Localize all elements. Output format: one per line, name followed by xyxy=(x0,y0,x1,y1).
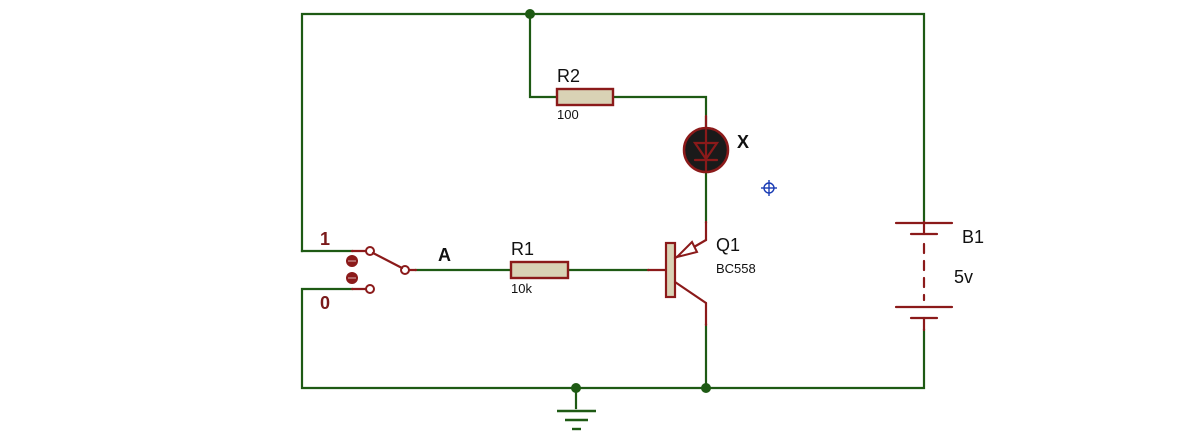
r2-ref-label: R2 xyxy=(557,66,580,86)
q1-base-bar xyxy=(664,241,677,299)
resistor-r2-body xyxy=(555,87,615,107)
battery-icon xyxy=(894,220,954,332)
pnp-transistor-icon xyxy=(646,220,708,327)
switch-pos1-label: 1 xyxy=(320,229,330,249)
switch-pos0-label: 0 xyxy=(320,293,330,313)
r1-value-label: 10k xyxy=(511,281,532,296)
ground-icon xyxy=(557,409,596,431)
node-a-label: A xyxy=(438,245,451,265)
resistor-r1-body xyxy=(509,260,570,280)
switch-blade xyxy=(371,251,404,270)
resistor-r2[interactable]: R2 100 xyxy=(555,66,615,122)
resistor-r1[interactable]: R1 10k xyxy=(509,239,570,296)
r2-value-label: 100 xyxy=(557,107,579,122)
junction-collector xyxy=(701,383,711,393)
wires xyxy=(300,12,926,410)
junction-top xyxy=(525,9,535,19)
r1-ref-label: R1 xyxy=(511,239,534,259)
b1-value-label: 5v xyxy=(954,267,973,287)
spdt-switch-icon xyxy=(346,246,418,294)
switch-spdt[interactable]: 1 0 A xyxy=(320,229,451,313)
transistor-q1[interactable]: Q1 BC558 xyxy=(646,220,756,327)
junction-ground xyxy=(571,383,581,393)
wire-r2-to-led xyxy=(612,95,708,130)
b1-ref-label: B1 xyxy=(962,227,984,247)
wire-top-rail xyxy=(300,12,926,253)
q1-emitter-arrow xyxy=(673,240,699,259)
led-x[interactable]: X xyxy=(682,114,749,174)
battery-b1[interactable]: B1 5v xyxy=(894,220,984,332)
switch-contact-0 xyxy=(365,284,375,294)
q1-collector-diag xyxy=(673,280,708,305)
crosshair-marker-icon xyxy=(761,180,777,196)
wire-bottom-rail xyxy=(300,287,926,390)
q1-ref-label: Q1 xyxy=(716,235,740,255)
q1-model-label: BC558 xyxy=(716,261,756,276)
led-label: X xyxy=(737,132,749,152)
wire-to-r2 xyxy=(528,12,558,99)
